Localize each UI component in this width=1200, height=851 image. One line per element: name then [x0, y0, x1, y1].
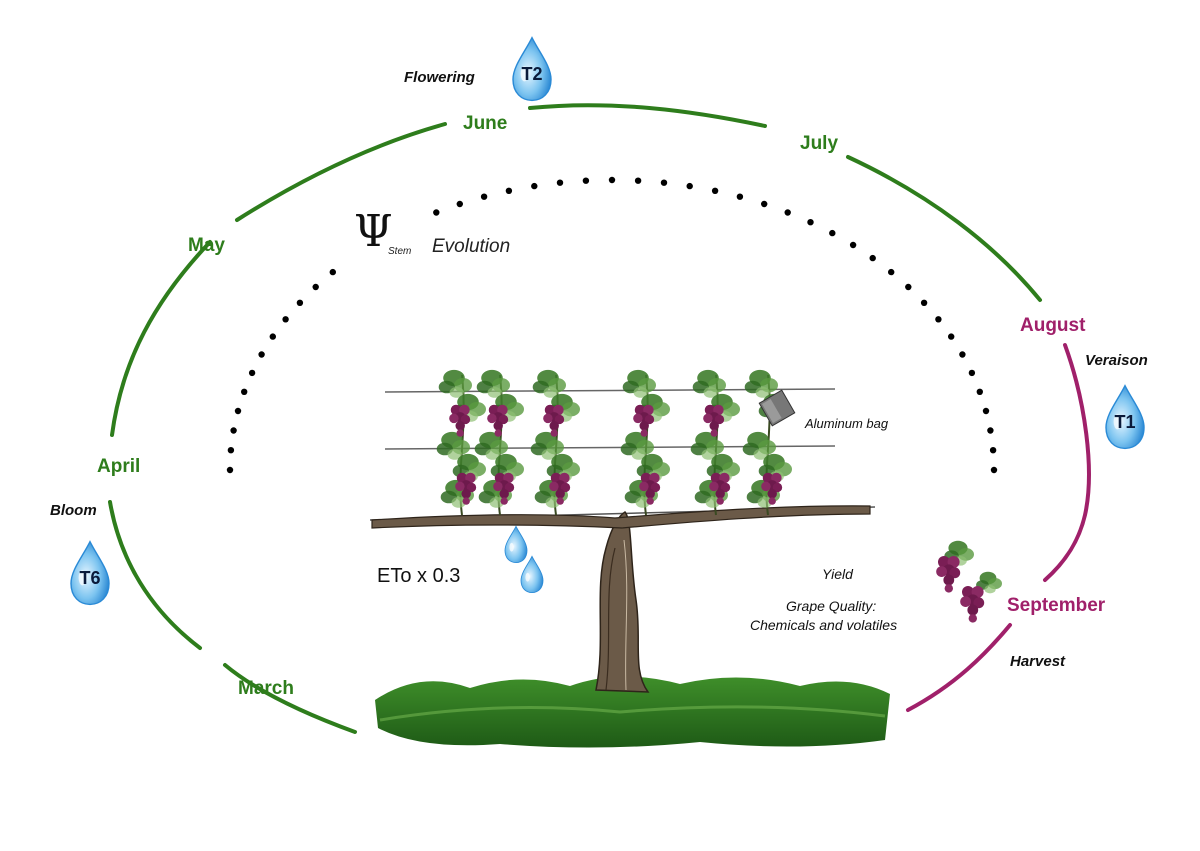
- stem-potential-dot: [948, 333, 955, 340]
- yield-label: Yield: [822, 566, 853, 582]
- psi-evolution-label: Evolution: [432, 236, 511, 257]
- stem-potential-dot: [634, 177, 642, 184]
- stem-potential-dot: [959, 351, 966, 358]
- vine-shoot: [620, 369, 670, 516]
- stem-potential-dot: [258, 351, 265, 358]
- grape-quality-label: Grape Quality:: [786, 598, 877, 614]
- month-april: April: [97, 456, 141, 477]
- stem-potential-dotted-arc: [226, 176, 998, 474]
- eto-label: ETo x 0.3: [377, 565, 461, 587]
- stem-potential-dot: [888, 268, 895, 276]
- stage-flowering: Flowering: [404, 69, 475, 86]
- harvest-grapes-icon: [936, 540, 1002, 623]
- stem-potential-dot: [433, 209, 440, 216]
- stage-bloom: Bloom: [50, 502, 97, 519]
- season-arc-purple: [906, 343, 1091, 712]
- stem-potential-dot: [968, 369, 976, 377]
- month-september: September: [1007, 595, 1106, 616]
- stem-potential-dot: [241, 388, 248, 395]
- month-june: June: [463, 113, 508, 134]
- psi-symbol: Ψ: [354, 206, 393, 257]
- month-july: July: [800, 133, 839, 154]
- irrigation-drops-icon: [504, 525, 544, 594]
- month-march: March: [238, 678, 294, 699]
- stem-potential-dot: [226, 466, 234, 474]
- stem-potential-dot: [989, 447, 997, 454]
- stem-potential-dot: [329, 268, 336, 276]
- stem-potential-dot: [807, 219, 814, 226]
- stem-potential-dot: [456, 200, 463, 208]
- psi-subscript: Stem: [388, 246, 412, 257]
- stem-potential-dot: [227, 447, 235, 454]
- stem-potential-dot: [234, 407, 242, 415]
- stem-potential-dot: [711, 187, 719, 194]
- stem-potential-dot: [505, 187, 513, 194]
- stem-potential-dot: [987, 427, 994, 434]
- stem-potential-dot: [982, 407, 990, 415]
- stem-potential-dot: [296, 299, 304, 306]
- stem-potential-dot: [608, 176, 616, 184]
- stem-potential-dot: [248, 369, 256, 377]
- t1-label: T1: [1114, 412, 1136, 432]
- t2-label: T2: [521, 64, 543, 84]
- stem-potential-dot: [869, 254, 876, 262]
- vine-shoot: [742, 369, 792, 516]
- stem-potential-dot: [531, 182, 538, 190]
- stem-potential-dot: [736, 193, 744, 200]
- stem-potential-dot: [829, 229, 836, 237]
- stem-potential-dot: [312, 283, 319, 291]
- vine-shoot: [436, 369, 486, 516]
- vine-shoot: [474, 369, 524, 516]
- stage-veraison: Veraison: [1085, 352, 1148, 369]
- stem-potential-dot: [556, 179, 564, 186]
- stem-potential-dot: [480, 193, 488, 200]
- chemicals-volatiles-label: Chemicals and volatiles: [750, 617, 898, 633]
- vineyard-illustration: [369, 369, 1002, 748]
- stem-potential-dot: [282, 316, 289, 323]
- stem-potential-dot: [761, 200, 768, 208]
- stem-potential-dot: [784, 209, 791, 216]
- stem-potential-dot: [905, 283, 912, 291]
- season-arc-green: [108, 103, 1042, 734]
- stem-potential-dot: [920, 299, 928, 306]
- stage-harvest: Harvest: [1010, 653, 1066, 670]
- stem-potential-dot: [269, 333, 276, 340]
- vine-shoot: [530, 369, 580, 516]
- aluminum-bag-icon: [758, 389, 796, 427]
- stem-potential-dot: [686, 182, 693, 190]
- stem-potential-dot: [660, 179, 668, 186]
- month-august: August: [1020, 315, 1086, 336]
- stem-potential-dot: [976, 388, 983, 395]
- stem-potential-dot: [582, 177, 590, 184]
- t6-label: T6: [79, 568, 101, 588]
- aluminum-bag-label: Aluminum bag: [805, 416, 889, 431]
- vine-shoot: [690, 369, 740, 516]
- stem-potential-dot: [230, 427, 237, 434]
- stem-potential-dot: [990, 466, 998, 474]
- month-may: May: [188, 235, 225, 256]
- stem-potential-dot: [935, 316, 942, 323]
- stem-potential-dot: [849, 241, 857, 249]
